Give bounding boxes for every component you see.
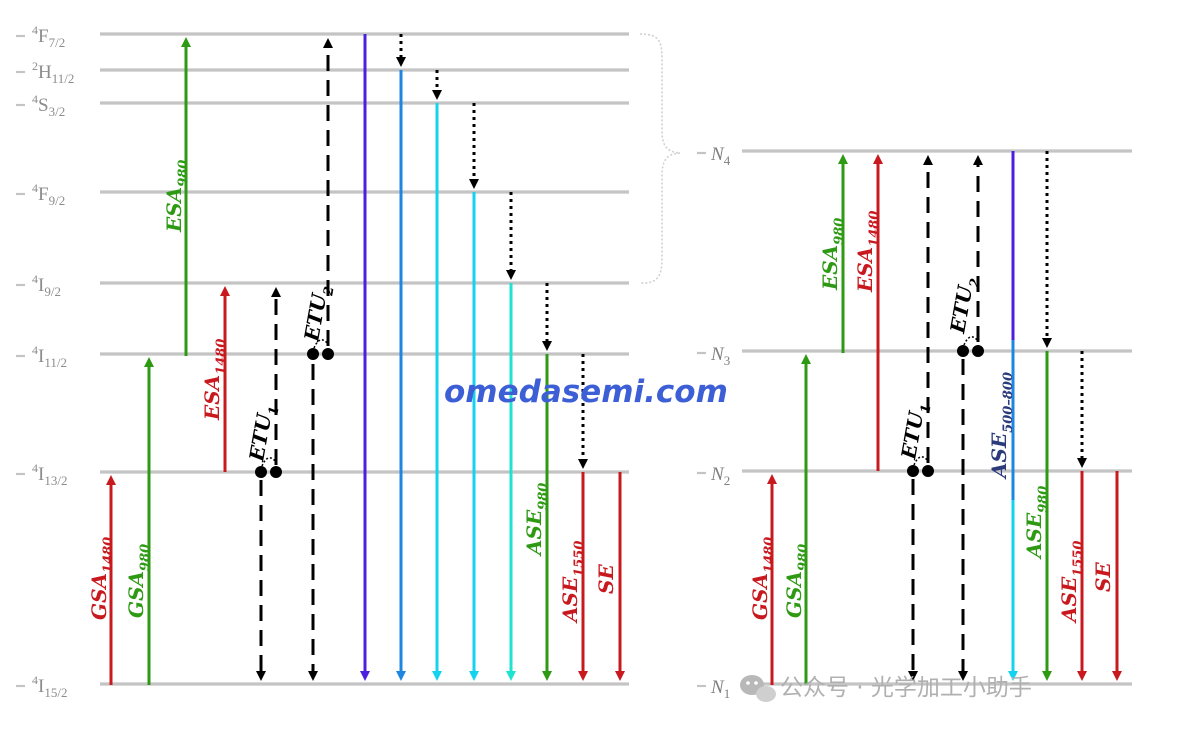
etu2-curl [963, 336, 979, 346]
label-gsa1480: GSA1480 [87, 537, 116, 620]
level-label-n4: N4 [710, 144, 731, 168]
label-r-se: SE [1091, 562, 1115, 592]
etu2-ion-dot [972, 345, 984, 357]
label-ase980: ASE980 [522, 483, 551, 557]
level-label-4S3-2: 4S3/2 [32, 92, 65, 119]
etu1-ion-dot [270, 466, 282, 478]
level-label-2H11-2: 2H11/2 [32, 59, 74, 86]
label-r-esa980: ESA980 [818, 218, 847, 291]
level-label-4F7-2: 4F7/2 [32, 23, 65, 50]
level-label-4I15-2: 4I15/2 [32, 673, 67, 700]
level-label-n2: N2 [710, 464, 730, 488]
etu1-ion-dot [922, 465, 934, 477]
label-r-gsa1480: GSA1480 [748, 537, 777, 620]
left-etu-dots [255, 339, 334, 478]
label-esa980: ESA980 [162, 160, 191, 233]
level-label-4I11-2: 4I11/2 [32, 343, 67, 370]
left-level-ticks [16, 34, 25, 688]
label-r-esa1480: ESA1480 [853, 211, 882, 293]
right-relaxation-arrows [1042, 151, 1087, 468]
level-label-n1: N1 [710, 677, 730, 701]
etu1-curl [913, 456, 929, 466]
footer-badge: 公众号 · 光学加工小助手 [740, 675, 1032, 702]
wechat-icon [740, 675, 776, 702]
label-r-ase980: ASE980 [1022, 486, 1051, 560]
label-r-ase500-800: ASE500–800 [987, 372, 1016, 480]
left-relaxation-arrows [396, 34, 588, 469]
etu2-ion-dot [307, 348, 319, 360]
etu2-ion-dot [957, 345, 969, 357]
label-etu2: ETU2 [299, 283, 338, 345]
etu2-curl [313, 339, 329, 349]
level-label-4I13-2: 4I13/2 [32, 461, 67, 488]
label-esa1480: ESA1480 [200, 339, 229, 421]
etu2-ion-dot [322, 348, 334, 360]
level-label-4I9-2: 4I9/2 [32, 272, 61, 299]
right-level-ticks [697, 151, 706, 688]
grouping-brace [639, 33, 681, 284]
label-ase1550: ASE1550 [558, 541, 587, 624]
right-etu-dots [907, 336, 984, 477]
label-gsa980: GSA980 [124, 544, 153, 618]
etu1-ion-dot [255, 466, 267, 478]
label-r-gsa980: GSA980 [782, 544, 811, 618]
level-label-4F9-2: 4F9/2 [32, 181, 65, 208]
level-label-n3: N3 [710, 344, 730, 368]
label-se-left: SE [594, 564, 618, 594]
footer-text: 公众号 · 光学加工小助手 [780, 675, 1032, 701]
label-r-ase1550: ASE1550 [1057, 541, 1086, 624]
etu1-curl [261, 457, 277, 467]
etu1-ion-dot [907, 465, 919, 477]
watermark-text: omedasemi.com [444, 374, 728, 410]
